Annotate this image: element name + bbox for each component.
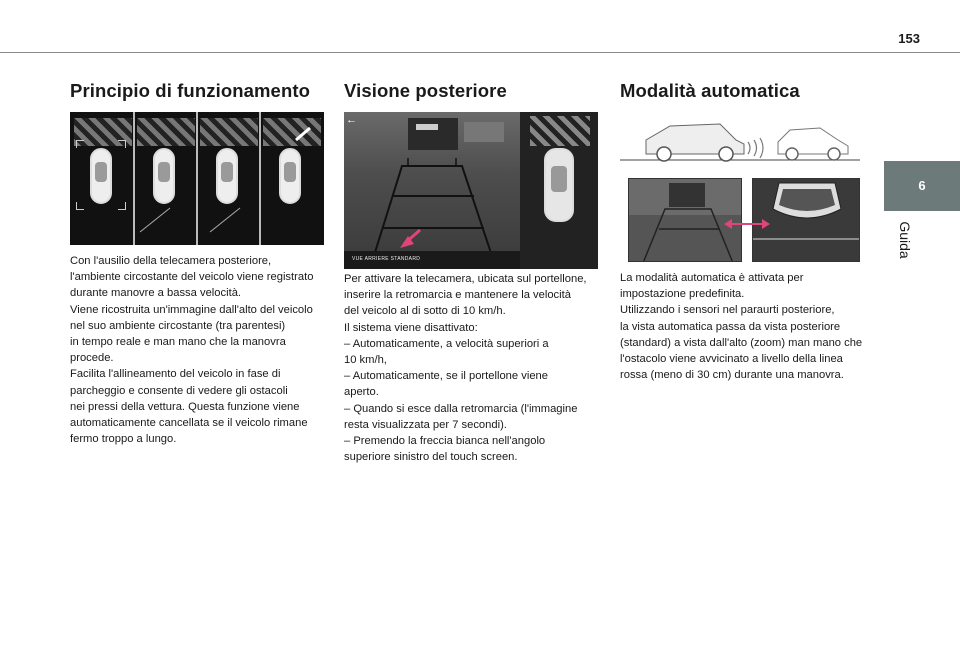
cars-sensor-figure [620, 123, 860, 162]
car-top-view [153, 148, 175, 204]
section-body: Per attivare la telecamera, ubicata sul … [344, 273, 587, 464]
arrow-left-icon[interactable]: ← [346, 114, 357, 126]
section-modalita-automatica: Modalità automatica La modalità automati… [620, 80, 880, 383]
section-title: Principio di funzionamento [70, 80, 311, 101]
rear-camera-screen-figure: VUE ARRIERE STANDARD ← [344, 112, 598, 269]
section-title: Modalità automatica [620, 80, 800, 101]
section-visione-posteriore: Visione posteriore Per attivare la telec… [344, 80, 604, 465]
section-title: Visione posteriore [344, 80, 507, 101]
switch-arrow-icon [724, 219, 770, 229]
car-top-view [90, 148, 112, 204]
page-number: 153 [898, 31, 920, 46]
top-view-zoom-figure [752, 178, 860, 262]
header-divider [0, 52, 960, 53]
car-top-view [544, 148, 574, 222]
car-top-view [279, 148, 301, 204]
chapter-label: Guida [897, 221, 913, 259]
top-view-sequence-figure [70, 112, 324, 245]
section-principio: Principio di funzionamento Con l'ausilio… [70, 80, 330, 447]
rear-view-standard-figure [628, 178, 742, 262]
car-top-view [216, 148, 238, 204]
chapter-tab[interactable]: 6 [884, 161, 960, 211]
screen-caption: VUE ARRIERE STANDARD [352, 256, 421, 262]
section-body: La modalità automatica è attivata per im… [620, 272, 863, 382]
section-body: Con l'ausilio della telecamera posterior… [70, 255, 314, 446]
